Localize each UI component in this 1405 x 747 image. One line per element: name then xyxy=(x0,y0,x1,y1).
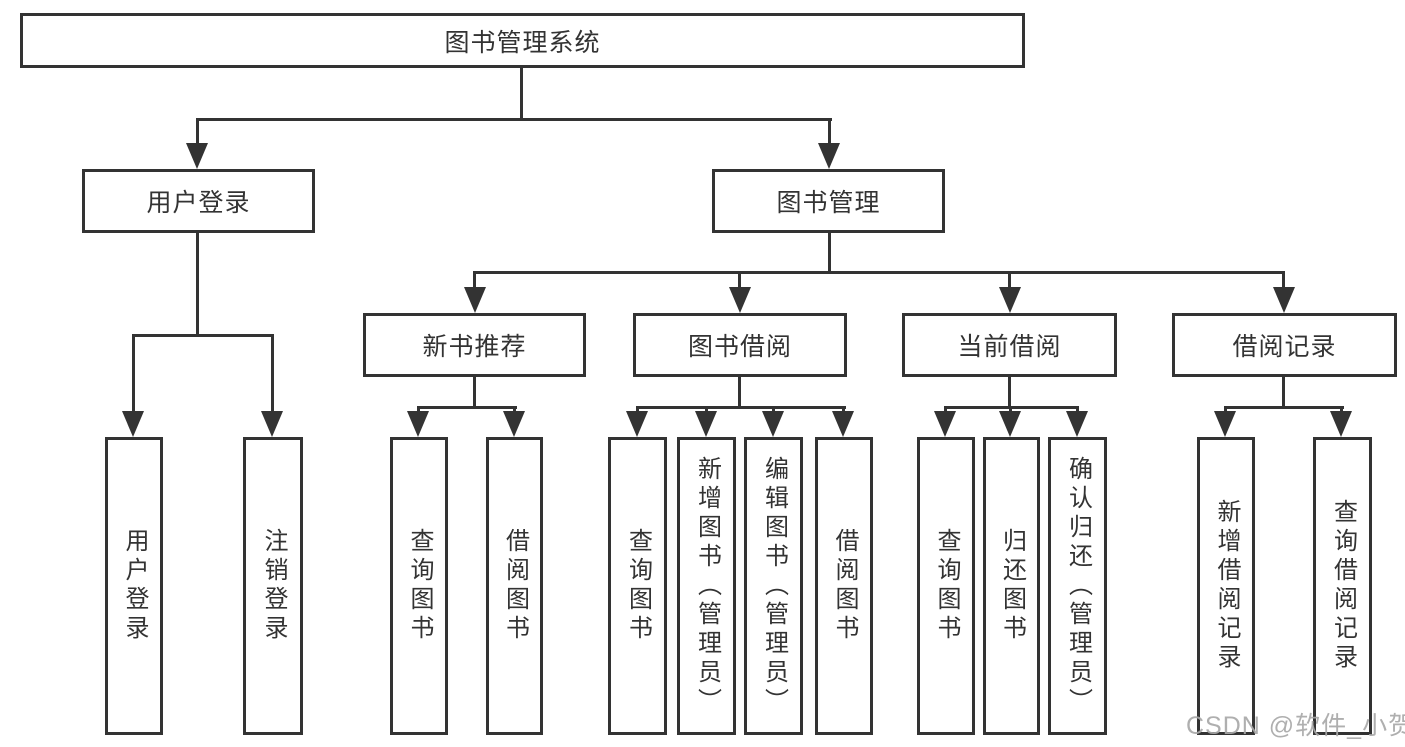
node-label: 用户登录 xyxy=(121,528,148,644)
connector-line xyxy=(417,406,420,415)
arrow-down-icon xyxy=(1066,411,1088,437)
leaf-query-book-current: 查询图书 xyxy=(917,437,975,735)
connector-line xyxy=(271,334,274,413)
arrow-down-icon xyxy=(407,411,429,437)
arrow-down-icon xyxy=(999,411,1021,437)
arrow-down-icon xyxy=(934,411,956,437)
arrow-down-icon xyxy=(1330,411,1352,437)
arrow-down-icon xyxy=(762,411,784,437)
arrow-down-icon xyxy=(695,411,717,437)
connector-line xyxy=(1009,406,1012,415)
connector-line xyxy=(473,377,476,408)
arrow-down-icon xyxy=(464,287,486,313)
node-label: 新增借阅记录 xyxy=(1213,499,1240,673)
node-root: 图书管理系统 xyxy=(20,13,1025,68)
arrow-down-icon xyxy=(1273,287,1295,313)
node-label: 借阅图书 xyxy=(501,528,529,644)
node-label: 借阅记录 xyxy=(1232,333,1337,361)
connector-line xyxy=(828,118,831,148)
connector-line xyxy=(1282,271,1285,289)
arrow-down-icon xyxy=(999,287,1021,313)
node-label: 图书借阅 xyxy=(687,333,792,361)
node-label: 查询借阅记录 xyxy=(1329,499,1357,673)
arrow-down-icon xyxy=(626,411,648,437)
leaf-logout: 注销登录 xyxy=(243,437,303,735)
arrow-down-icon xyxy=(186,143,208,169)
leaf-query-book-recommend: 查询图书 xyxy=(390,437,448,735)
connector-line xyxy=(1224,406,1344,409)
leaf-query-book-borrow: 查询图书 xyxy=(608,437,667,735)
arrow-down-icon xyxy=(729,287,751,313)
leaf-borrow-book-recommend: 借阅图书 xyxy=(486,437,543,735)
leaf-confirm-return-admin: 确认归还（管理员） xyxy=(1048,437,1107,735)
node-book-borrow: 图书借阅 xyxy=(633,313,847,377)
node-label: 查询图书 xyxy=(933,528,960,644)
connector-line xyxy=(738,377,741,408)
connector-line xyxy=(636,406,846,409)
connector-line xyxy=(842,406,845,415)
connector-line xyxy=(417,406,517,409)
csdn-watermark: CSDN @软件_小贺同学 xyxy=(1186,712,1405,740)
connector-line xyxy=(1076,406,1079,415)
node-new-book-recommend: 新书推荐 xyxy=(363,313,586,377)
connector-line xyxy=(828,233,831,273)
connector-line xyxy=(1224,406,1227,415)
leaf-return-book: 归还图书 xyxy=(983,437,1040,735)
connector-line xyxy=(738,271,741,289)
connector-line xyxy=(132,334,274,337)
arrow-down-icon xyxy=(832,411,854,437)
connector-line xyxy=(196,118,199,148)
leaf-add-book-admin: 新增图书（管理员） xyxy=(677,437,736,735)
node-label: 借阅图书 xyxy=(831,528,858,644)
node-label: 查询图书 xyxy=(406,528,433,644)
node-label: 新增图书（管理员） xyxy=(693,455,721,717)
connector-line xyxy=(1340,406,1343,415)
arrow-down-icon xyxy=(122,411,144,437)
connector-line xyxy=(1008,377,1011,408)
node-label: 注销登录 xyxy=(260,528,287,644)
connector-line xyxy=(1282,377,1285,408)
node-borrow-records: 借阅记录 xyxy=(1172,313,1397,377)
node-label: 当前借阅 xyxy=(957,333,1062,361)
node-label: 图书管理系统 xyxy=(444,28,601,57)
node-book-management: 图书管理 xyxy=(712,169,945,233)
leaf-borrow-book-borrow: 借阅图书 xyxy=(815,437,873,735)
connector-line xyxy=(196,118,832,121)
connector-line xyxy=(132,334,135,413)
connector-line xyxy=(473,271,476,289)
leaf-add-borrow-record: 新增借阅记录 xyxy=(1197,437,1255,735)
leaf-edit-book-admin: 编辑图书（管理员） xyxy=(744,437,803,735)
leaf-query-borrow-record: 查询借阅记录 xyxy=(1313,437,1372,735)
connector-line xyxy=(772,406,775,415)
node-label: 确认归还（管理员） xyxy=(1064,455,1092,717)
arrow-down-icon xyxy=(818,143,840,169)
connector-line xyxy=(513,406,516,415)
connector-line xyxy=(944,406,947,415)
node-user-login: 用户登录 xyxy=(82,169,315,233)
connector-line xyxy=(520,66,523,120)
arrow-down-icon xyxy=(503,411,525,437)
arrow-down-icon xyxy=(1214,411,1236,437)
node-label: 图书管理 xyxy=(776,189,881,217)
node-label: 用户登录 xyxy=(146,189,251,217)
node-label: 查询图书 xyxy=(624,528,652,644)
node-label: 编辑图书（管理员） xyxy=(760,455,788,717)
node-current-borrow: 当前借阅 xyxy=(902,313,1117,377)
node-label: 新书推荐 xyxy=(422,333,527,361)
leaf-user-login: 用户登录 xyxy=(105,437,163,735)
arrow-down-icon xyxy=(261,411,283,437)
connector-line xyxy=(1008,271,1011,289)
connector-line xyxy=(473,271,1285,274)
connector-line xyxy=(705,406,708,415)
connector-line xyxy=(196,233,199,337)
node-label: 归还图书 xyxy=(998,528,1026,644)
connector-line xyxy=(636,406,639,415)
